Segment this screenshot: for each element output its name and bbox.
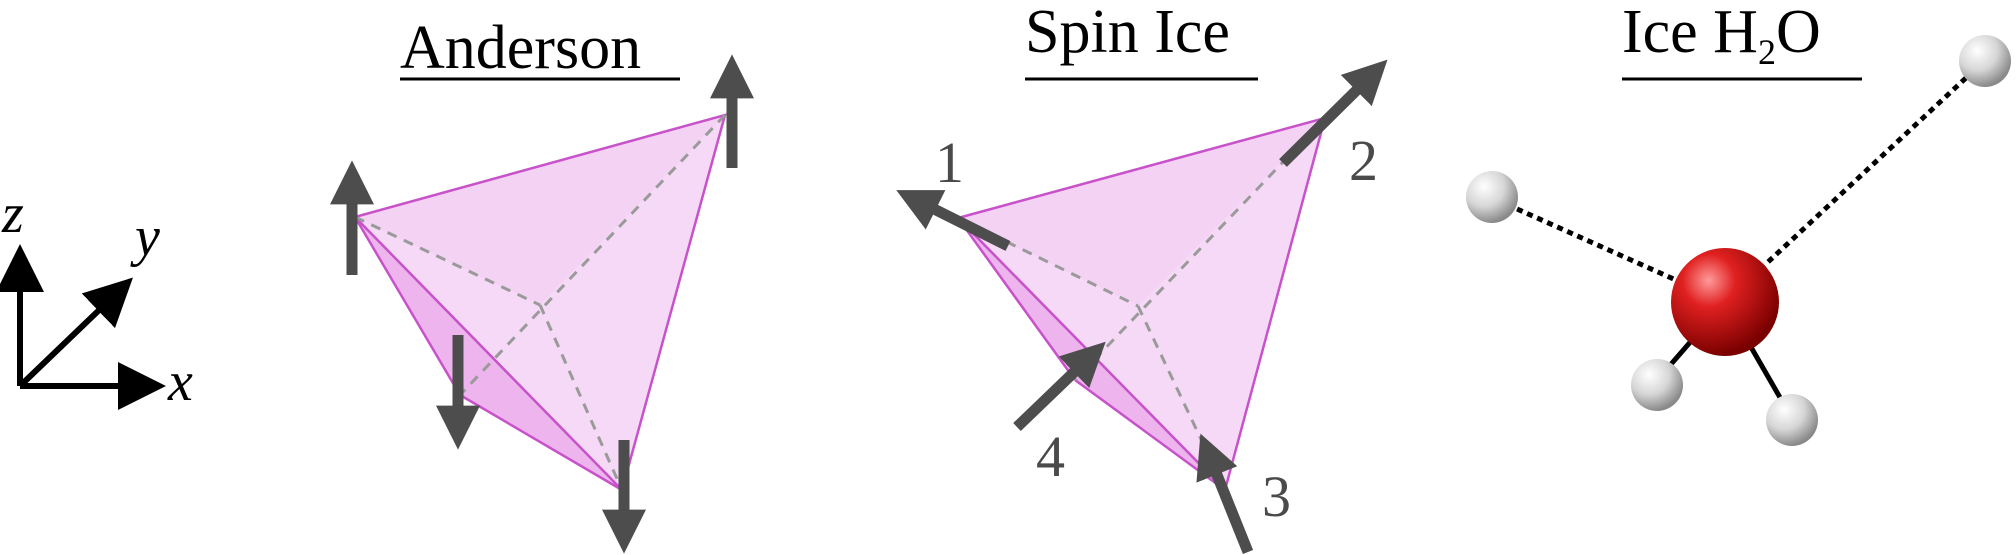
spin-ice-hidden-edge-1 <box>957 216 1139 308</box>
ice-h2o-title-suffix: O <box>1776 0 1821 66</box>
anderson-edge-lower-2 <box>459 393 623 492</box>
hydrogen-bond-right <box>1723 61 1984 304</box>
spin-ice-edge-lower <box>956 217 1077 381</box>
spin-ice-spin-2 <box>1279 59 1388 167</box>
oxygen-atom <box>1671 248 1779 356</box>
anderson-title: Anderson <box>400 14 641 82</box>
spin-ice-title: Spin Ice <box>1025 0 1230 66</box>
anderson-hidden-edge-1 <box>354 215 541 307</box>
y-axis-arrow <box>17 277 133 389</box>
anderson-panel: Anderson <box>330 14 754 554</box>
anderson-edges <box>354 113 727 493</box>
ice-h2o-title-prefix: Ice H <box>1622 0 1758 66</box>
spin-ice-spin-4 <box>1013 341 1106 431</box>
anderson-face-front <box>355 115 725 305</box>
hydrogen-atom-bottom-right <box>1766 394 1818 446</box>
ice-h2o-title: Ice H2O <box>1622 0 1821 72</box>
z-axis-label: z <box>1 183 24 245</box>
ice-h2o-title-subscript: 2 <box>1758 32 1776 72</box>
y-axis-label: y <box>130 206 160 268</box>
spin-ice-site-1: 1 <box>935 130 964 195</box>
hydrogen-atom-left <box>1466 171 1518 223</box>
spin-ice-site-4: 4 <box>1036 424 1065 489</box>
spin-ice-spin-1 <box>896 190 1011 251</box>
anderson-edge-lower <box>353 216 462 396</box>
spin-ice-spin-3 <box>1196 433 1254 555</box>
ice-h2o-panel: Ice H2O <box>1466 0 2011 446</box>
anderson-hidden-edge-2 <box>538 304 624 491</box>
hydrogen-atom-bottom-left <box>1631 359 1683 411</box>
hydrogen-bond-left <box>1495 197 1727 305</box>
x-axis-label: x <box>167 351 193 413</box>
spin-ice-site-3: 3 <box>1262 464 1291 529</box>
spin-ice-site-2: 2 <box>1349 128 1378 193</box>
hydrogen-atom-top-right <box>1959 35 2011 87</box>
spin-ice-face-front <box>958 118 1325 306</box>
coordinate-axes: x y z <box>0 183 193 413</box>
spin-ice-panel: Spin Ice 1 2 3 4 <box>896 0 1388 555</box>
